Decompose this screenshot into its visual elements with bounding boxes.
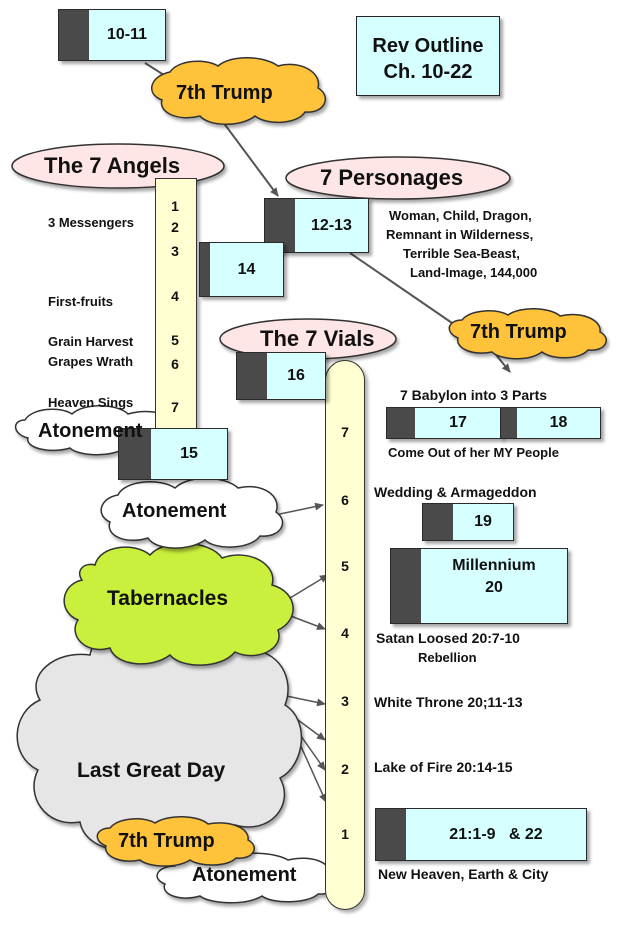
chapter-box-14[interactable]: 14 (199, 242, 284, 297)
seven-vials-column (325, 360, 365, 910)
personages-line-3: Terrible Sea-Beast, (403, 246, 520, 261)
event-rebellion: Rebellion (418, 650, 477, 665)
vial-number-5: 5 (341, 558, 349, 574)
chapter-label-18: 18 (549, 414, 568, 431)
angel-number-3: 3 (171, 243, 179, 259)
title-line-1: Rev Outline (372, 35, 484, 57)
chapter-box-19[interactable]: 19 (422, 503, 514, 541)
event-come-out: Come Out of her MY People (388, 445, 559, 460)
chapter-box-20[interactable]: Millennium 20 (390, 548, 568, 624)
atonement-label-middle: Atonement (122, 500, 227, 522)
atonement-cloud-middle (100, 477, 284, 549)
chapter-box-17[interactable]: 17 (386, 407, 502, 439)
angel-number-1: 1 (171, 198, 179, 214)
seventh-trump-cloud-top (151, 57, 327, 125)
seven-angels-label: The 7 Angels (44, 153, 181, 178)
seventh-trump-label-top: 7th Trump (176, 82, 273, 104)
vial-number-2: 2 (341, 761, 349, 777)
personages-line-4: Land-Image, 144,000 (410, 265, 538, 280)
angel-text-grapes: Grapes Wrath (48, 354, 134, 369)
chapter-label-20: 20 (485, 579, 503, 596)
angel-number-6: 6 (171, 356, 179, 372)
event-babylon: 7 Babylon into 3 Parts (400, 387, 548, 403)
event-new-heaven: New Heaven, Earth & City (378, 866, 549, 882)
angel-number-2: 2 (171, 219, 179, 235)
vial-number-1: 1 (341, 826, 349, 842)
angel-number-5: 5 (171, 332, 179, 348)
connector-tabernacles-to-5 (289, 574, 329, 599)
angel-number-7: 7 (171, 399, 179, 415)
angel-text-heaven: Heaven Sings (48, 395, 134, 410)
chapter-label-10-11: 10-11 (106, 26, 148, 43)
atonement-label-upper: Atonement (38, 420, 143, 442)
chapter-box-10-11[interactable]: 10-11 (58, 9, 166, 61)
seventh-trump-label-right: 7th Trump (470, 321, 567, 343)
vial-number-4: 4 (341, 625, 349, 641)
connector-trump-to-12-13 (219, 117, 279, 197)
angel-text-messengers: 3 Messengers (48, 215, 134, 230)
chapter-label-14: 14 (237, 260, 256, 278)
vial-number-3: 3 (341, 693, 349, 709)
angel-number-4: 4 (171, 288, 179, 304)
personages-line-2: Remnant in Wilderness, (386, 227, 534, 242)
seventh-trump-cloud-lower (96, 816, 255, 867)
event-satan: Satan Loosed 20:7-10 (376, 630, 520, 646)
event-lake-of-fire: Lake of Fire 20:14-15 (374, 759, 513, 775)
event-white-throne: White Throne 20;11-13 (374, 694, 523, 710)
connector-tabernacles-to-4 (287, 614, 326, 630)
chapter-label-19: 19 (474, 513, 492, 530)
seventh-trump-label-lower: 7th Trump (118, 830, 215, 852)
event-wedding: Wedding & Armageddon (374, 484, 537, 500)
angel-text-firstfruits: First-fruits (48, 294, 113, 309)
chapter-label-20-millennium: Millennium (452, 557, 536, 574)
chapter-label-17: 17 (449, 414, 467, 431)
seven-vials-label: The 7 Vials (260, 326, 375, 351)
chapter-box-15[interactable]: 15 (118, 428, 228, 480)
chapter-box-21-22[interactable]: 21:1-9 & 22 (375, 808, 587, 861)
chapter-label-16: 16 (287, 367, 305, 384)
tabernacles-cloud (63, 542, 294, 666)
connector-atonement-to-6 (274, 502, 324, 516)
seven-personages-ellipse (285, 156, 511, 200)
seventh-trump-cloud-right (448, 308, 607, 360)
vial-number-6: 6 (341, 492, 349, 508)
seven-angels-ellipse (11, 143, 225, 189)
chapter-box-16[interactable]: 16 (236, 352, 326, 400)
atonement-label-lower: Atonement (192, 864, 297, 886)
connector-12-13-to-trump (349, 252, 456, 326)
personages-line-1: Woman, Child, Dragon, (389, 208, 532, 223)
last-great-day-label: Last Great Day (77, 759, 226, 782)
chapter-label-15: 15 (180, 445, 198, 462)
chapter-label-12-13: 12-13 (311, 216, 352, 234)
seven-personages-label: 7 Personages (320, 165, 464, 190)
angel-text-grain: Grain Harvest (48, 334, 134, 349)
chapter-label-21-22: 21:1-9 & 22 (449, 825, 543, 843)
chapter-box-18[interactable]: 18 (500, 407, 601, 439)
title-line-2: Ch. 10-22 (383, 61, 473, 83)
vial-number-7: 7 (341, 424, 349, 440)
seven-angels-column (155, 178, 197, 430)
tabernacles-label: Tabernacles (107, 587, 229, 610)
outline-title: Rev Outline Ch. 10-22 (356, 16, 500, 96)
